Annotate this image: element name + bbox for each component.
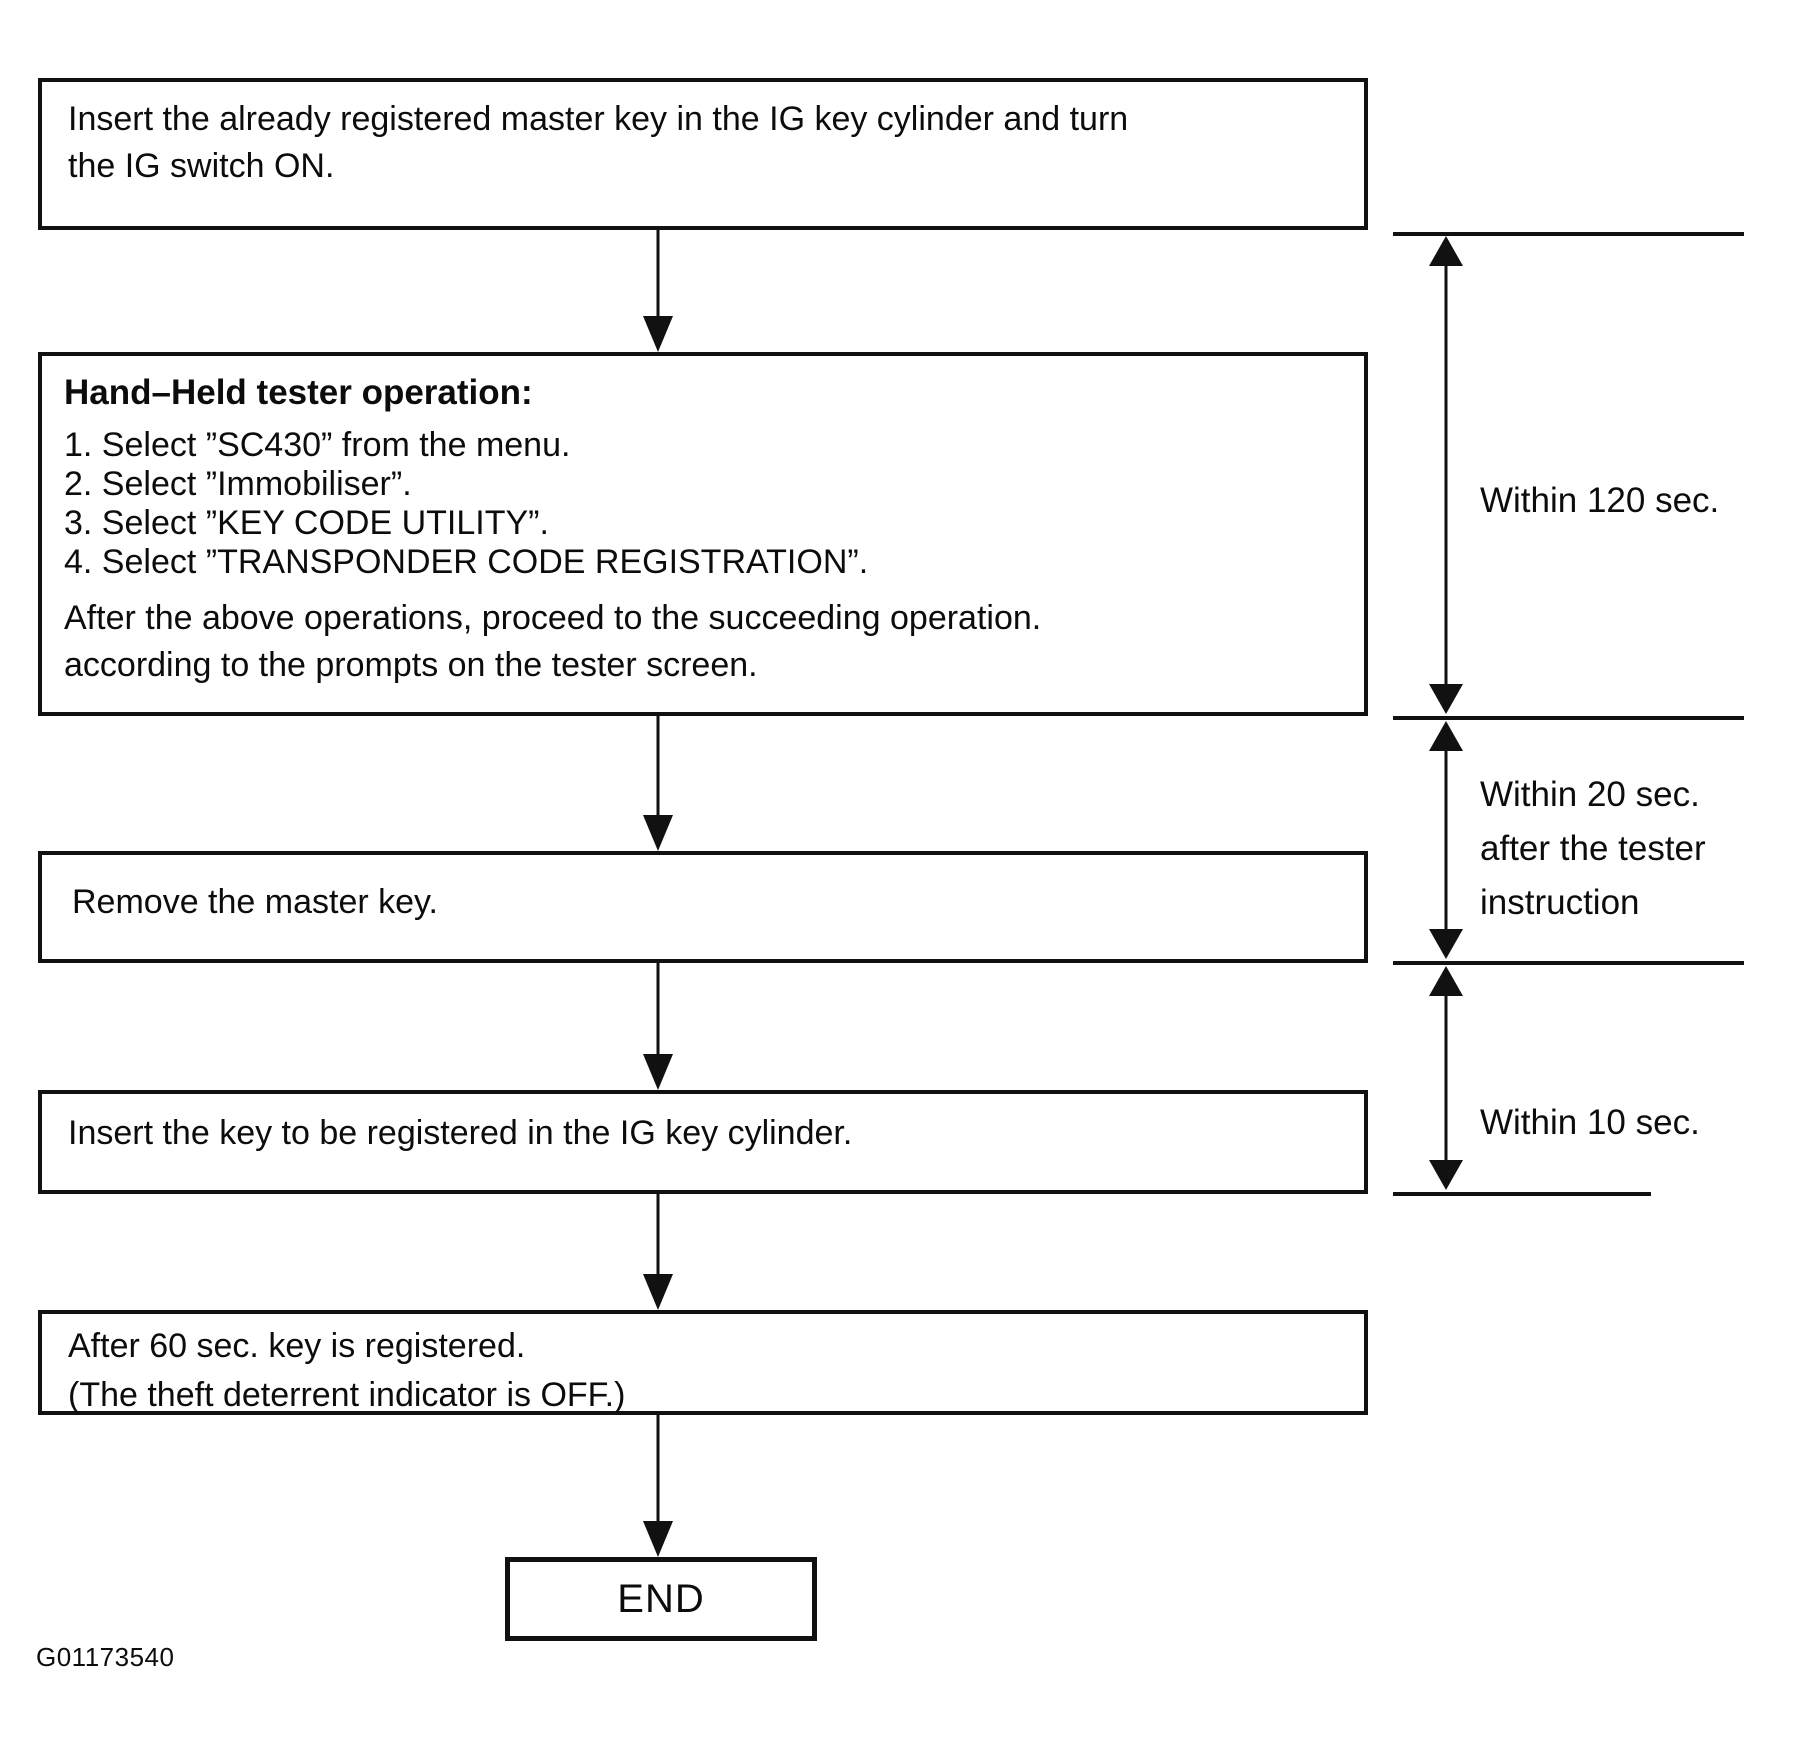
step-2-item-3: 3. Select ”KEY CODE UTILITY”. [64, 504, 549, 542]
step-box-5: After 60 sec. key is registered. (The th… [38, 1310, 1368, 1415]
flow-arrow-4-arrowhead-icon [643, 1274, 673, 1310]
step-4-text: Insert the key to be registered in the I… [68, 1114, 853, 1152]
timing-label-20-line-1: Within 20 sec. [1480, 775, 1700, 814]
flow-arrow-3 [642, 963, 674, 1090]
step-5-text-line-2: (The theft deterrent indicator is OFF.) [68, 1376, 626, 1414]
flow-arrow-4-shaft [656, 1194, 660, 1284]
timing-arrow-120-up-arrowhead-icon [1429, 236, 1463, 266]
flow-arrow-1-shaft [656, 230, 660, 326]
timing-arrow-20 [1428, 721, 1464, 959]
timing-arrow-20-up-arrowhead-icon [1429, 721, 1463, 751]
flow-arrow-2-arrowhead-icon [643, 815, 673, 851]
flow-arrow-5-arrowhead-icon [643, 1521, 673, 1557]
step-1-text-line-1: Insert the already registered master key… [68, 100, 1129, 138]
step-box-3: Remove the master key. [38, 851, 1368, 963]
step-2-note-line-1: After the above operations, proceed to t… [64, 599, 1042, 637]
step-2-item-1: 1. Select ”SC430” from the menu. [64, 426, 571, 464]
step-box-2: Hand–Held tester operation: 1. Select ”S… [38, 352, 1368, 716]
flow-arrow-3-arrowhead-icon [643, 1054, 673, 1090]
timing-arrow-120-shaft [1444, 240, 1448, 710]
flow-arrow-2-shaft [656, 716, 660, 825]
timing-label-20-line-3: instruction [1480, 883, 1640, 922]
flow-arrow-5 [642, 1415, 674, 1557]
timing-label-10: Within 10 sec. [1480, 1103, 1700, 1142]
timing-arrow-120 [1428, 236, 1464, 714]
timing-arrow-10-up-arrowhead-icon [1429, 966, 1463, 996]
timing-tick-3 [1393, 961, 1744, 965]
flow-arrow-3-shaft [656, 963, 660, 1064]
timing-arrow-10-shaft [1444, 970, 1448, 1186]
timing-arrow-10-down-arrowhead-icon [1429, 1160, 1463, 1190]
step-box-4: Insert the key to be registered in the I… [38, 1090, 1368, 1194]
step-2-note-line-2: according to the prompts on the tester s… [64, 646, 758, 684]
figure-code: G01173540 [36, 1642, 175, 1672]
timing-arrow-120-down-arrowhead-icon [1429, 684, 1463, 714]
end-box: END [505, 1557, 817, 1641]
timing-tick-1 [1393, 232, 1744, 236]
step-2-title: Hand–Held tester operation: [64, 373, 533, 412]
step-5-text-line-1: After 60 sec. key is registered. [68, 1327, 526, 1365]
step-1-text-line-2: the IG switch ON. [68, 147, 335, 185]
timing-tick-2 [1393, 716, 1744, 720]
timing-arrow-20-shaft [1444, 725, 1448, 955]
step-box-1: Insert the already registered master key… [38, 78, 1368, 230]
flow-arrow-1 [642, 230, 674, 352]
timing-tick-4 [1393, 1192, 1651, 1196]
flow-arrow-4 [642, 1194, 674, 1310]
step-2-item-4: 4. Select ”TRANSPONDER CODE REGISTRATION… [64, 543, 869, 581]
timing-arrow-20-down-arrowhead-icon [1429, 929, 1463, 959]
timing-arrow-10 [1428, 966, 1464, 1190]
flow-arrow-2 [642, 716, 674, 851]
flow-arrow-5-shaft [656, 1415, 660, 1531]
timing-label-120: Within 120 sec. [1480, 481, 1720, 520]
flow-arrow-1-arrowhead-icon [643, 316, 673, 352]
end-label: END [617, 1576, 705, 1621]
step-2-item-2: 2. Select ”Immobiliser”. [64, 465, 412, 503]
timing-label-20-line-2: after the tester [1480, 829, 1706, 868]
step-3-text: Remove the master key. [72, 883, 438, 921]
timing-label-20: Within 20 sec. after the tester instruct… [1480, 768, 1706, 930]
